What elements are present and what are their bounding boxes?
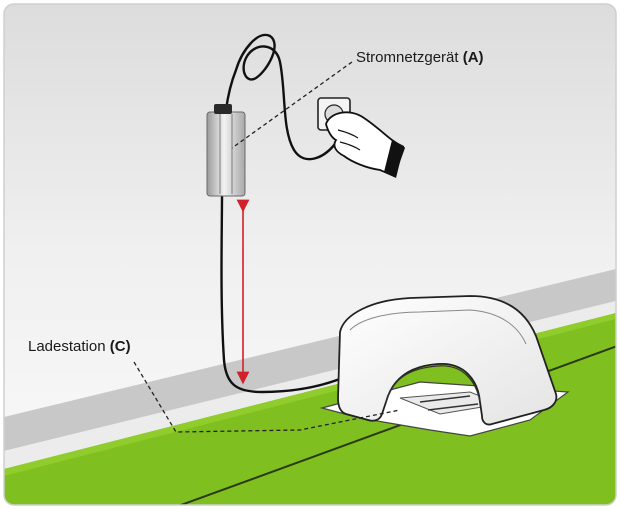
label-power-supply-text: Stromnetzgerät	[356, 49, 459, 66]
power-supply-unit-icon	[206, 104, 246, 197]
label-charging-station-text: Ladestation	[28, 338, 106, 355]
charging-station-icon	[319, 295, 570, 437]
image-frame	[3, 3, 617, 506]
leader-line-charging-station	[133, 361, 401, 433]
hand-plug-icon	[325, 111, 406, 178]
label-charging-station: Ladestation (C)	[28, 338, 131, 355]
low-voltage-cable	[220, 195, 353, 394]
leader-line-power-supply	[231, 61, 353, 149]
label-power-supply-tag: (A)	[462, 49, 484, 66]
label-charging-station-tag: (C)	[109, 338, 131, 355]
label-power-supply: Stromnetzgerät (A)	[356, 49, 484, 66]
power-cord	[224, 33, 339, 161]
